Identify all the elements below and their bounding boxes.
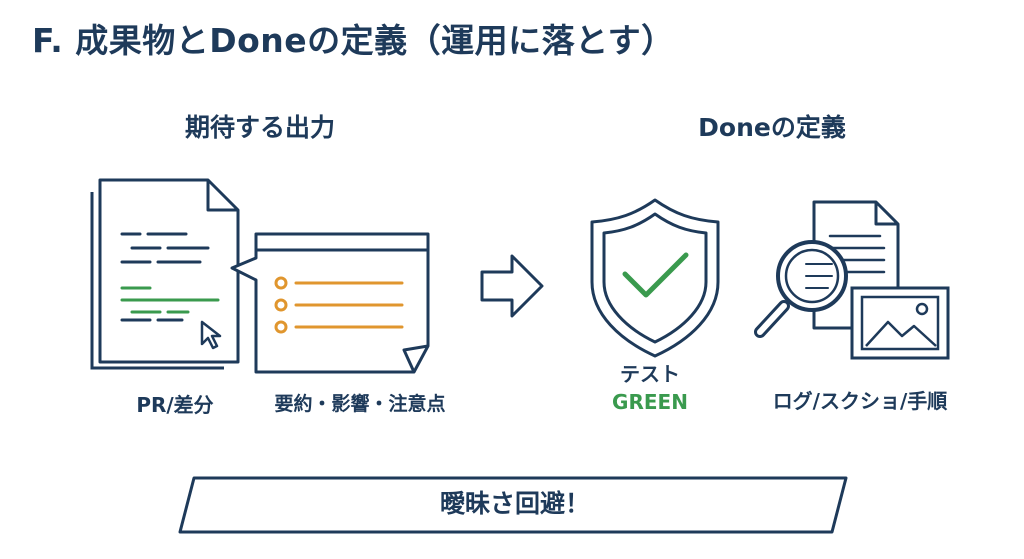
test-status-label: GREEN [612,390,688,414]
expected-output-heading: 期待する出力 [184,113,335,142]
page-title: F. 成果物とDoneの定義（運用に落とす） [32,21,675,60]
document-icon [90,178,240,370]
banner-shape [178,476,848,534]
evidence-label: ログ/スクショ/手順 [772,389,948,413]
test-label: テスト [620,362,680,386]
cursor-icon [200,320,222,350]
arrow-right-icon [480,254,544,318]
magnifier-icon [754,240,848,338]
pr-diff-label: PR/差分 [136,393,214,417]
summary-label: 要約・影響・注意点 [274,393,446,415]
speech-note-icon [230,232,430,374]
shield-check-icon [590,198,720,358]
banner-text: 曖昧さ回避！ [439,489,590,518]
image-icon [850,286,950,360]
done-definition-heading: Doneの定義 [698,113,846,142]
